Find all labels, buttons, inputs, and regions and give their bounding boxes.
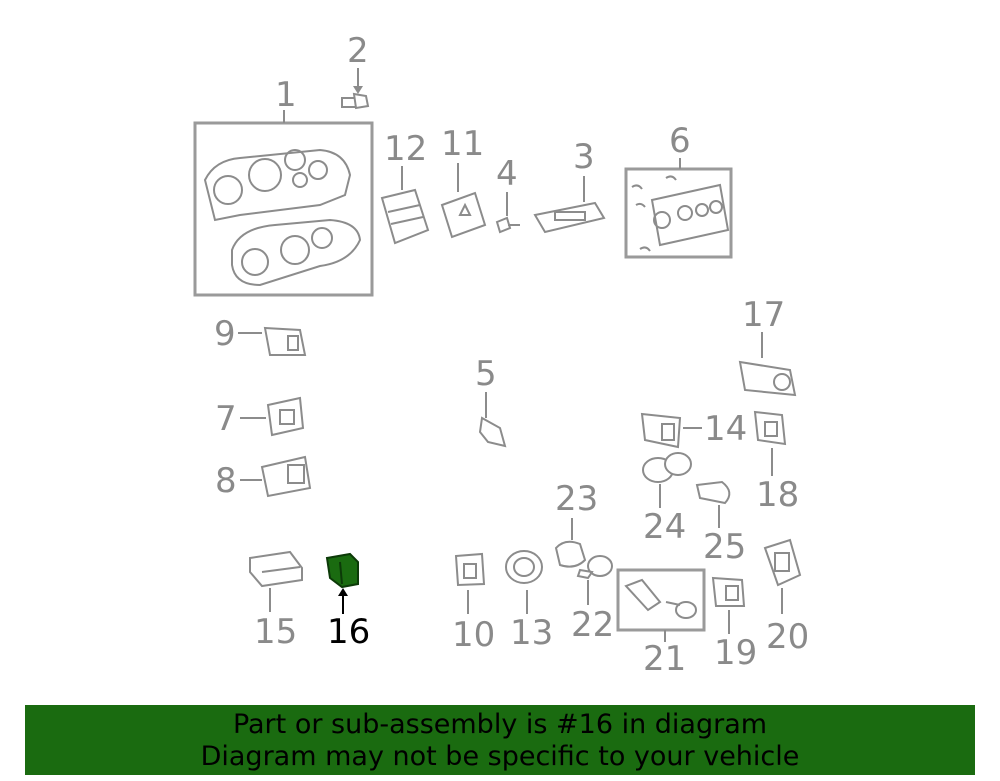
label-10: 10 [452, 615, 495, 655]
part-16-switch-highlighted[interactable] [325, 552, 359, 589]
part-22-socket[interactable] [576, 555, 613, 580]
label-15: 15 [254, 612, 297, 652]
label-1: 1 [275, 75, 297, 115]
banner-line-2: Diagram may not be specific to your vehi… [200, 741, 800, 772]
part-21-assembly[interactable] [616, 568, 706, 632]
banner-line-1: Part or sub-assembly is #16 in diagram [232, 709, 768, 740]
part-15-switch[interactable] [249, 550, 303, 588]
label-11: 11 [441, 124, 484, 164]
part-18-switch[interactable] [753, 410, 787, 446]
label-14: 14 [704, 409, 747, 449]
part-23-knob[interactable] [554, 540, 587, 568]
part-10-switch[interactable] [454, 552, 486, 587]
part-13-outlet[interactable] [505, 550, 543, 584]
label-16: 16 [327, 612, 370, 652]
part-11-hazard-switch[interactable] [440, 191, 487, 239]
label-9: 9 [214, 314, 236, 354]
label-13: 13 [510, 613, 553, 653]
label-3: 3 [573, 137, 595, 177]
part-1-instrument-cluster[interactable] [193, 121, 374, 297]
part-24-ring[interactable] [642, 452, 692, 483]
part-19-switch[interactable] [711, 576, 746, 607]
label-12: 12 [384, 129, 427, 169]
label-4: 4 [496, 154, 518, 194]
parts-diagram: 1 2 12 11 4 3 [193, 31, 809, 679]
label-8: 8 [215, 461, 237, 501]
label-23: 23 [555, 479, 598, 519]
part-8-switch[interactable] [260, 455, 312, 498]
part-6-climate-control[interactable] [624, 167, 733, 259]
part-9-switch[interactable] [263, 326, 307, 356]
label-17: 17 [742, 295, 785, 335]
label-19: 19 [714, 633, 757, 673]
part-25-bulb[interactable] [695, 480, 731, 505]
info-banner: Part or sub-assembly is #16 in diagram D… [25, 705, 975, 775]
part-14-switch[interactable] [640, 412, 682, 449]
label-22: 22 [571, 605, 614, 645]
label-2: 2 [347, 31, 369, 71]
part-3-switch-panel[interactable] [533, 201, 606, 234]
part-4-screw[interactable] [495, 216, 520, 234]
label-20: 20 [766, 617, 809, 657]
part-2-screw[interactable] [341, 92, 370, 110]
part-5-bracket[interactable] [478, 416, 507, 448]
label-24: 24 [643, 507, 686, 547]
part-20-switch[interactable] [763, 538, 802, 587]
label-7: 7 [215, 399, 237, 439]
label-5: 5 [475, 354, 497, 394]
label-18: 18 [756, 475, 799, 515]
label-25: 25 [703, 527, 746, 567]
part-7-switch[interactable] [266, 396, 305, 437]
label-21: 21 [643, 639, 686, 679]
label-6: 6 [669, 121, 691, 161]
part-17-power-outlet[interactable] [738, 360, 797, 397]
part-12-switch[interactable] [380, 188, 430, 245]
